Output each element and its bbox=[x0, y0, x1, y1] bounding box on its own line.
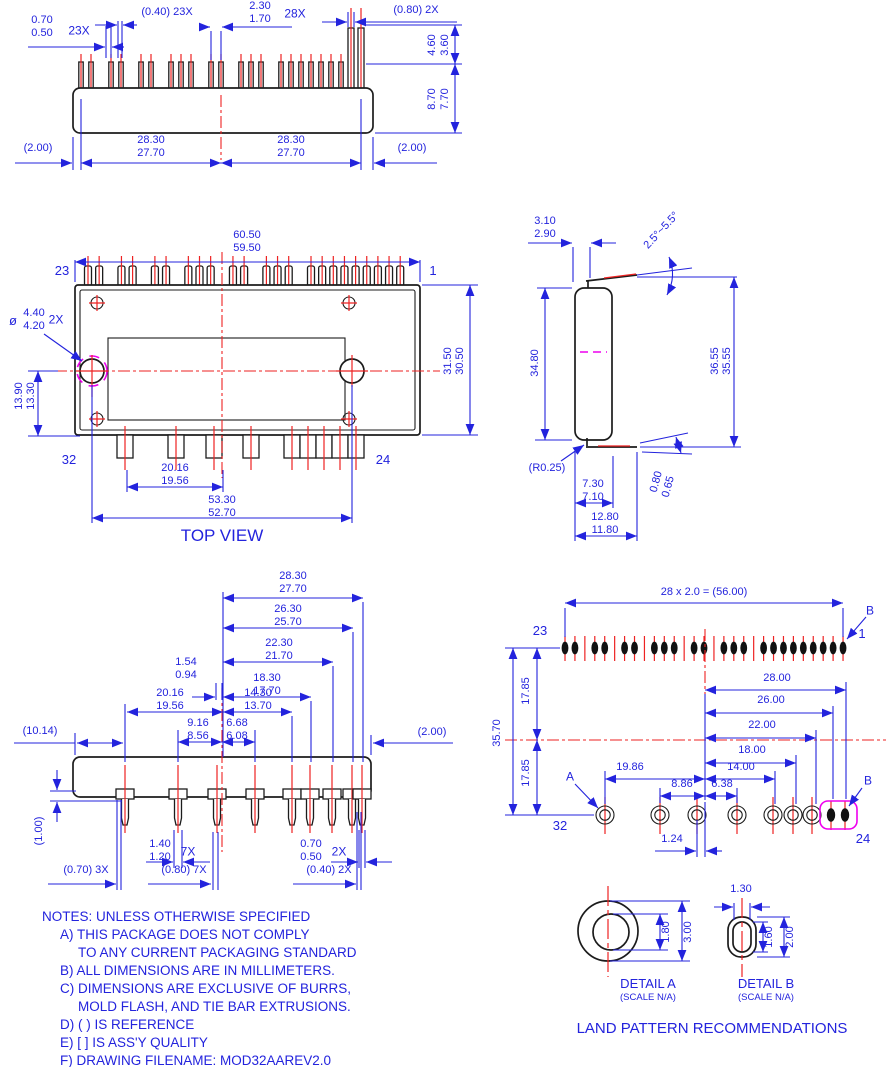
front-view-linework bbox=[15, 8, 462, 170]
land-pattern-bottom-pads bbox=[595, 797, 850, 834]
detail-b-linework bbox=[714, 898, 790, 977]
bottom-view-linework bbox=[14, 592, 453, 890]
ejector-pin-marks bbox=[89, 295, 357, 427]
land-pattern-linework bbox=[505, 598, 886, 857]
bottom-view-pins bbox=[115, 765, 372, 833]
top-view-tabs bbox=[116, 426, 365, 470]
top-view-linework bbox=[28, 252, 478, 523]
land-pattern-top-pads bbox=[561, 636, 847, 661]
detail-a-linework bbox=[577, 886, 690, 977]
side-view-linework bbox=[528, 238, 741, 541]
